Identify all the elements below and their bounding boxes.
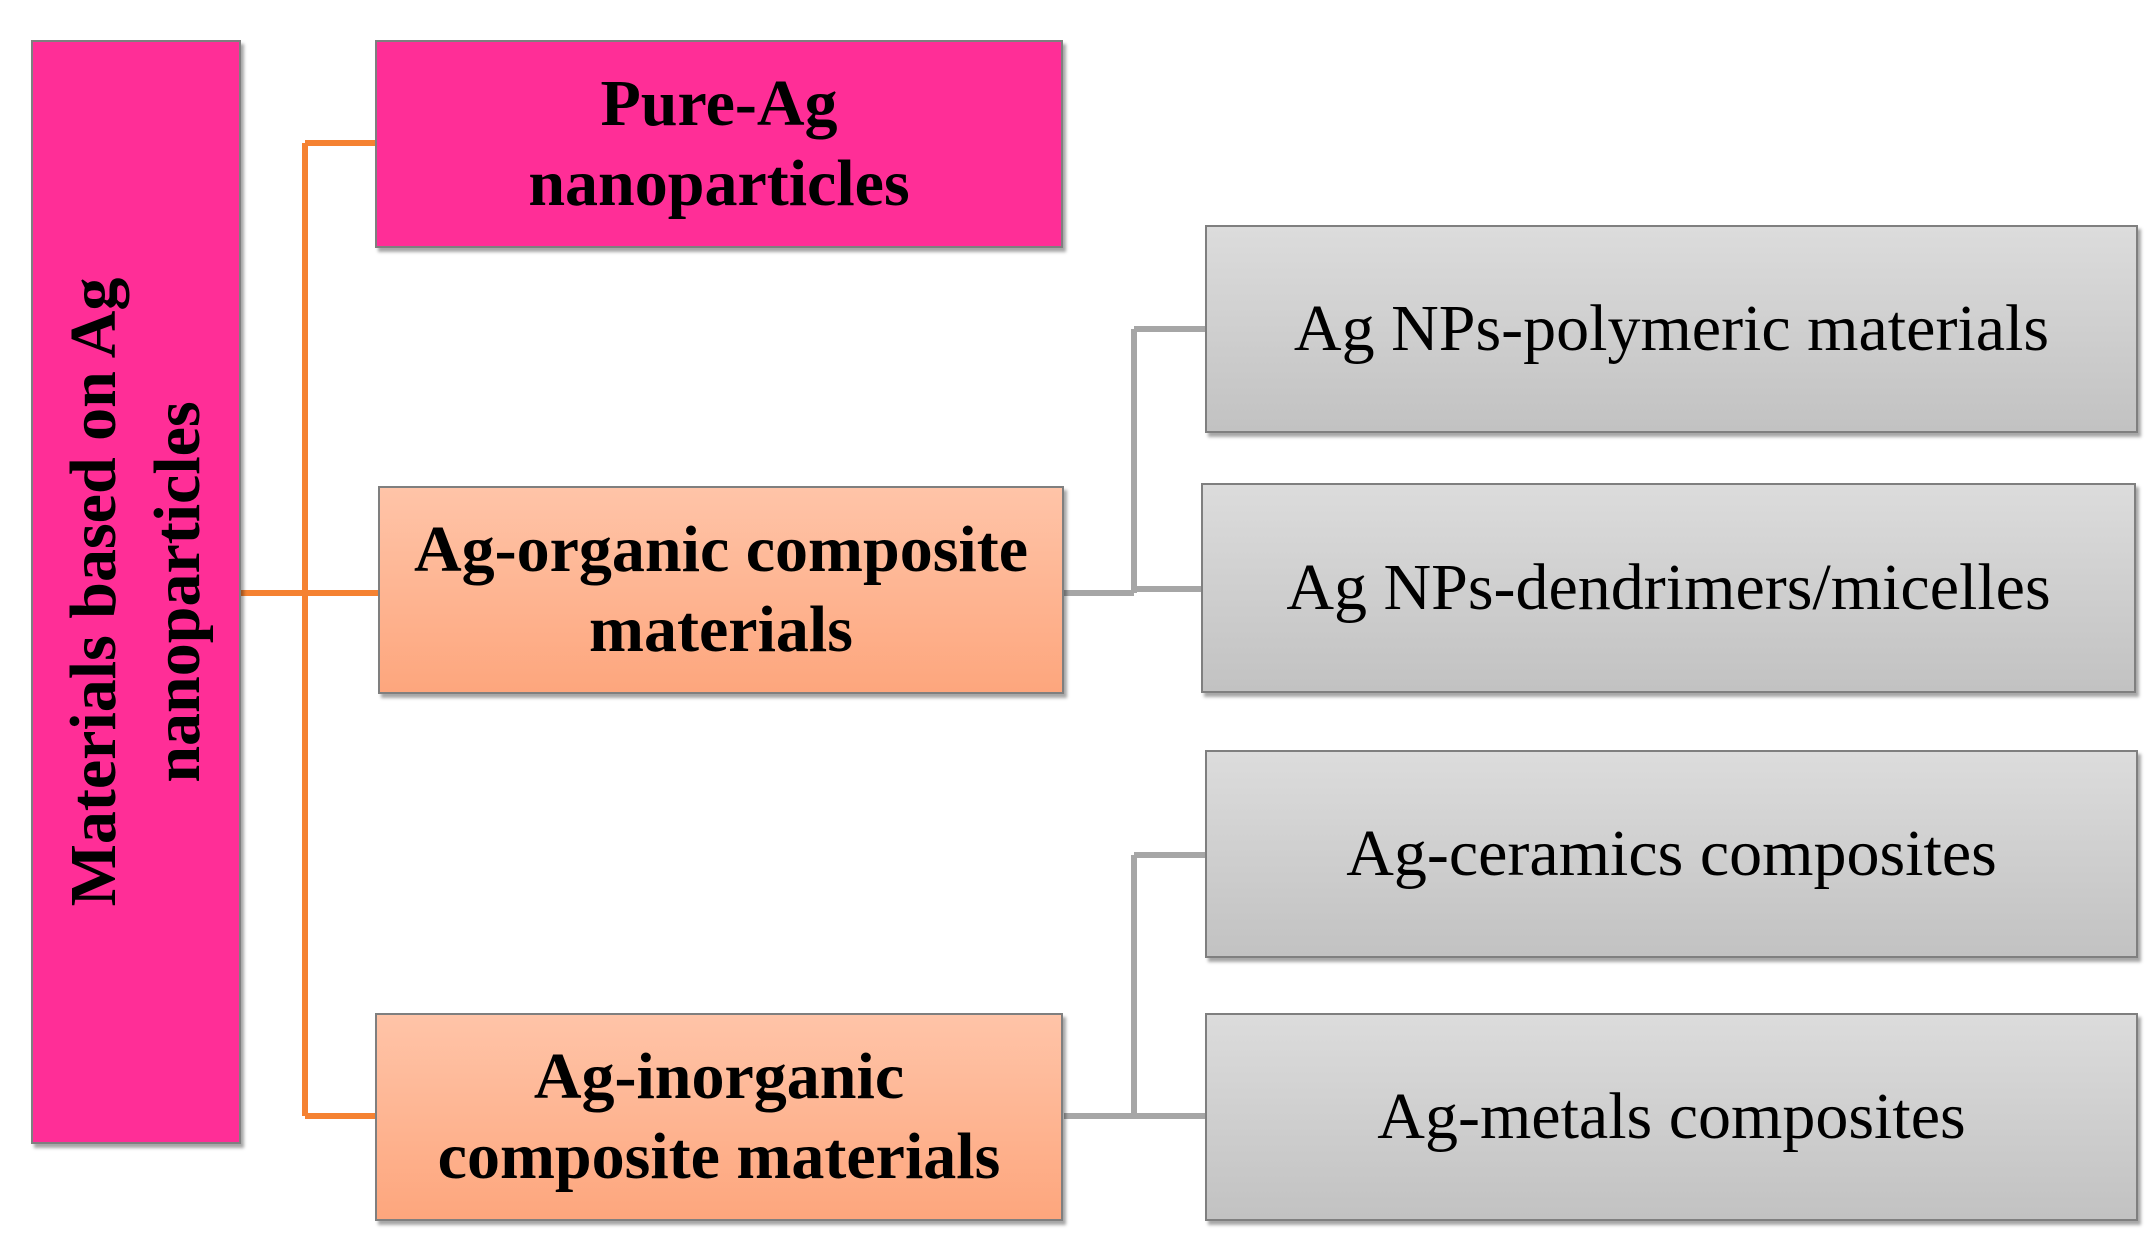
inorganic-branch-connector: [1064, 852, 1205, 1119]
inorganic-composite-label: Ag-inorganic composite materials: [437, 1040, 1001, 1193]
organic-composite-node: Ag-organic composite materials: [378, 486, 1064, 694]
polymeric-materials-label: Ag NPs-polymeric materials: [1293, 292, 2050, 365]
pure-ag-node: Pure-Ag nanoparticles: [375, 40, 1063, 248]
metals-composites-node: Ag-metals composites: [1205, 1013, 2138, 1221]
ceramics-composites-label: Ag-ceramics composites: [1346, 817, 1997, 890]
dendrimers-micelles-label: Ag NPs-dendrimers/micelles: [1286, 551, 2051, 624]
dendrimers-micelles-node: Ag NPs-dendrimers/micelles: [1201, 483, 2136, 693]
organic-composite-label: Ag-organic composite materials: [413, 513, 1029, 666]
metals-composites-label: Ag-metals composites: [1377, 1080, 1966, 1153]
pure-ag-label: Pure-Ag nanoparticles: [528, 67, 910, 220]
root-node: Materials based on Ag nanoparticles: [31, 40, 241, 1144]
polymeric-materials-node: Ag NPs-polymeric materials: [1205, 225, 2138, 433]
inorganic-composite-node: Ag-inorganic composite materials: [375, 1013, 1063, 1221]
organic-branch-connector: [1064, 326, 1205, 596]
root-label: Materials based on Ag nanoparticles: [57, 277, 214, 907]
ceramics-composites-node: Ag-ceramics composites: [1205, 750, 2138, 958]
